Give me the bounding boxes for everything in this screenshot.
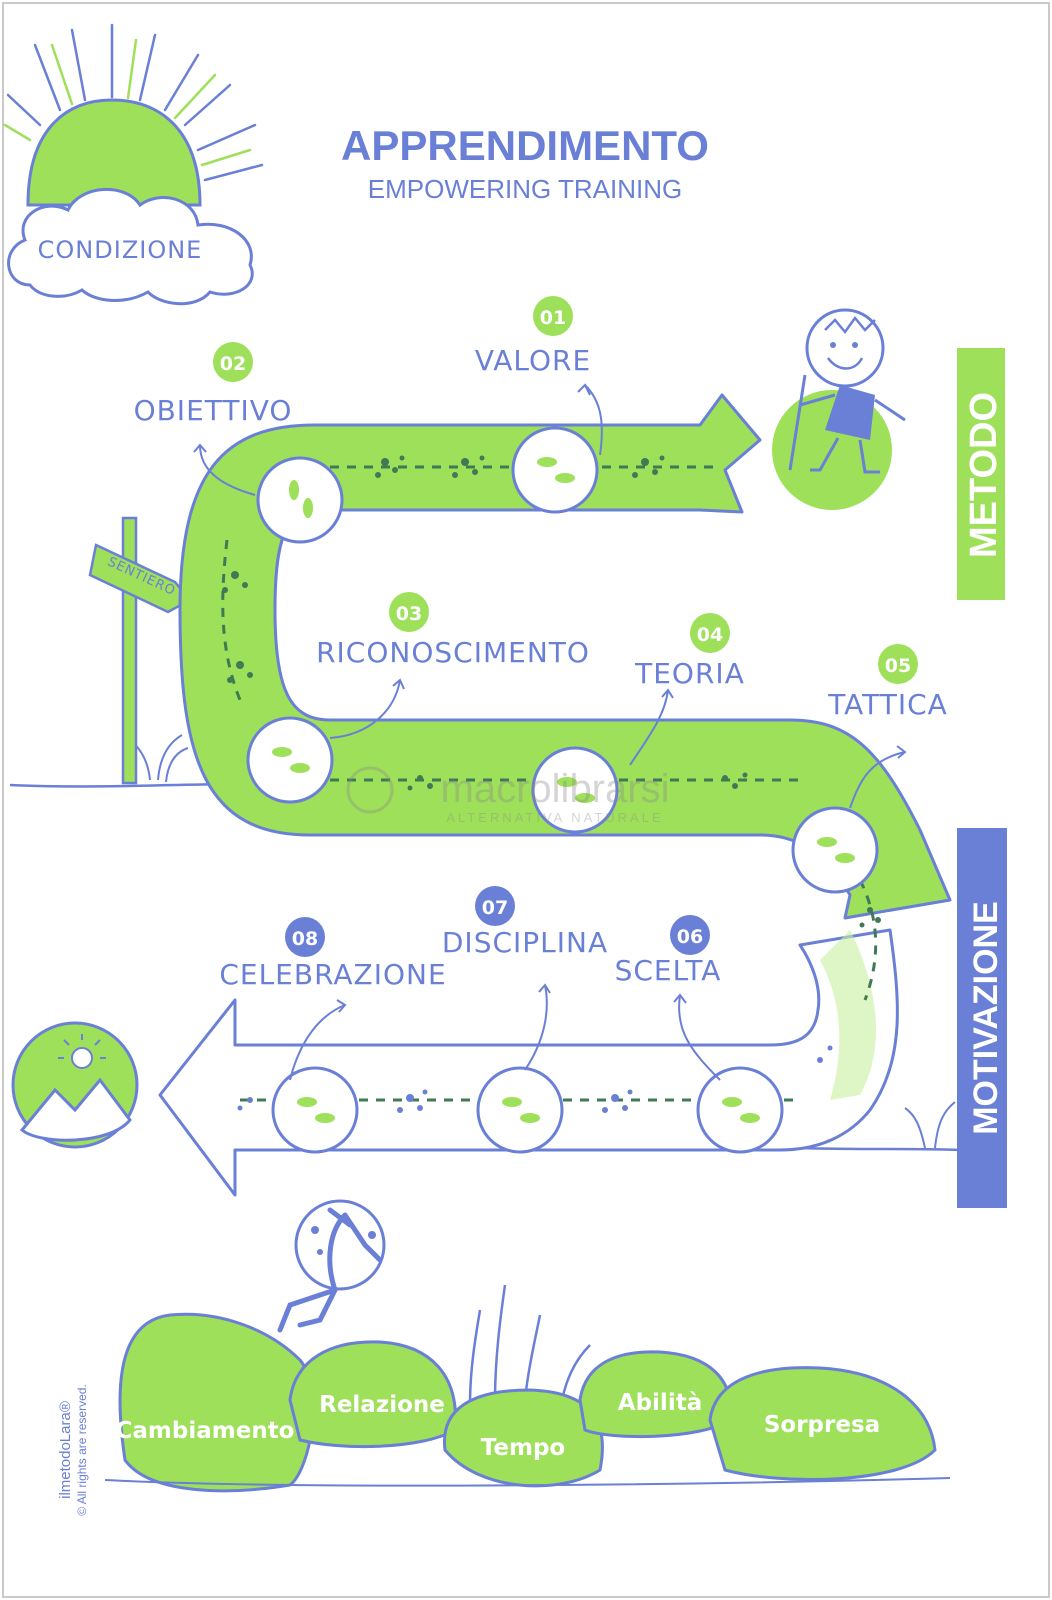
step-badge bbox=[285, 917, 325, 957]
motivazione-band: MOTIVAZIONE bbox=[957, 828, 1007, 1208]
footprints-icon bbox=[502, 1097, 540, 1123]
step-05: 05 TATTICA bbox=[827, 644, 948, 721]
stone-abilita bbox=[578, 1350, 733, 1439]
metodo-label: METODO bbox=[963, 392, 1005, 558]
step-badge bbox=[389, 592, 429, 632]
step-number: 02 bbox=[220, 353, 246, 375]
page-subtitle: EMPOWERING TRAINING bbox=[368, 174, 682, 204]
step-label: CELEBRAZIONE bbox=[219, 958, 446, 991]
step-label: DISCIPLINA bbox=[442, 926, 608, 959]
footprint-circle-03 bbox=[246, 716, 334, 804]
step-badge bbox=[533, 296, 573, 336]
step-06: 06 SCELTA bbox=[615, 915, 722, 987]
step-03: 03 RICONOSCIMENTO bbox=[316, 592, 590, 669]
stone-cambiamento bbox=[118, 1312, 315, 1493]
grass-icon bbox=[129, 734, 956, 1149]
footprint-circle-04 bbox=[531, 746, 619, 834]
step-01: 01 VALORE bbox=[475, 296, 591, 377]
stone-label: Cambiamento bbox=[116, 1418, 295, 1444]
brand-credit: ilmetodoLara® bbox=[57, 1401, 74, 1499]
step-label: TATTICA bbox=[827, 688, 948, 721]
rights-credit: © All rights are reserved. bbox=[75, 1384, 89, 1516]
stone-label: Tempo bbox=[481, 1435, 565, 1461]
ground-line-right bbox=[799, 1146, 961, 1152]
frog-icon bbox=[277, 1199, 386, 1333]
step-badge bbox=[670, 915, 710, 955]
footprint-circle-01 bbox=[511, 426, 599, 514]
footprint-circle-02 bbox=[256, 456, 344, 544]
step-number: 06 bbox=[677, 926, 703, 948]
step-number: 04 bbox=[697, 624, 723, 646]
footprints-icon bbox=[272, 747, 310, 773]
step-number: 08 bbox=[292, 928, 318, 950]
footprint-circle-06 bbox=[696, 1066, 784, 1154]
step-label: RICONOSCIMENTO bbox=[316, 636, 590, 669]
footprint-circle-05 bbox=[791, 806, 879, 894]
stone-sorpresa bbox=[708, 1366, 937, 1481]
footprint-circles bbox=[246, 426, 879, 1154]
stick-figure-icon bbox=[772, 308, 906, 510]
step-04: 04 TEORIA bbox=[634, 613, 745, 690]
motivazione-label: MOTIVAZIONE bbox=[967, 901, 1005, 1135]
watermark-tagline: ALTERNATIVA NATURALE bbox=[446, 810, 663, 825]
watermark: macrolibrarsi ALTERNATIVA NATURALE bbox=[346, 766, 670, 825]
watermark-name: macrolibrarsi bbox=[441, 767, 670, 811]
stones: Cambiamento Relazione Tempo Abilità Sorp… bbox=[104, 1312, 951, 1493]
stone-label: Abilità bbox=[618, 1390, 702, 1416]
step-label: TEORIA bbox=[634, 657, 745, 690]
mountain-sun-icon bbox=[11, 1021, 139, 1149]
cloud-label: CONDIZIONE bbox=[38, 236, 203, 264]
connector-arrows bbox=[193, 383, 907, 1081]
footprints-icon bbox=[722, 1097, 760, 1123]
step-number: 03 bbox=[396, 603, 422, 625]
page-title: APPRENDIMENTO bbox=[341, 122, 709, 169]
sun-icon bbox=[3, 23, 264, 207]
step-badge bbox=[878, 644, 918, 684]
footprints-icon bbox=[297, 1097, 335, 1123]
step-number: 01 bbox=[540, 307, 566, 329]
footprints-icon bbox=[557, 777, 595, 803]
footprint-circle-08 bbox=[271, 1066, 359, 1154]
footprints-icon bbox=[289, 480, 313, 518]
signpost-icon: SENTIERO bbox=[88, 516, 192, 785]
step-07: 07 DISCIPLINA bbox=[442, 886, 608, 959]
step-label: VALORE bbox=[475, 344, 591, 377]
metodo-band: METODO bbox=[957, 348, 1005, 600]
step-badge bbox=[213, 342, 253, 382]
stone-label: Relazione bbox=[319, 1392, 445, 1418]
footprints-icon bbox=[817, 837, 855, 863]
step-badge bbox=[475, 886, 515, 926]
step-badge bbox=[690, 613, 730, 653]
footprints-icon bbox=[537, 457, 575, 483]
step-08: 08 CELEBRAZIONE bbox=[219, 917, 446, 991]
step-label: SCELTA bbox=[615, 954, 722, 987]
step-02: 02 OBIETTIVO bbox=[134, 342, 293, 427]
stone-label: Sorpresa bbox=[764, 1412, 880, 1438]
stone-relazione bbox=[288, 1340, 458, 1449]
step-number: 05 bbox=[885, 655, 911, 677]
cloud-icon bbox=[7, 187, 254, 306]
footprint-circle-07 bbox=[476, 1066, 564, 1154]
step-number: 07 bbox=[482, 897, 508, 919]
step-label: OBIETTIVO bbox=[134, 394, 293, 427]
